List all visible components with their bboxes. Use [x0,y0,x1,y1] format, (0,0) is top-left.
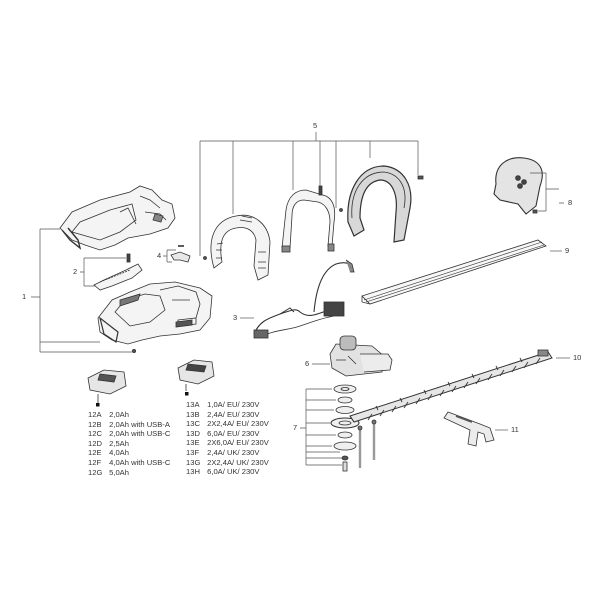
gear-motor-part [329,335,393,377]
callout-5: 5 [313,121,318,130]
blade-cover-part [361,239,547,305]
callout-1: 1 [22,292,27,301]
callout-10: 10 [573,353,582,362]
battery-variant-12b: 12B 2,0Ah with USB-A [88,419,170,429]
callout-7: 7 [293,423,298,432]
callout-4: 4 [157,251,162,260]
battery-variant-12d: 12D 2,5Ah [88,438,129,448]
callout-3: 3 [233,313,238,322]
callout-6: 6 [305,359,310,368]
battery-variant-12g: 12G 5,0Ah [88,467,129,477]
charger-variant-list: 13A 1,0A/ EU/ 230V 13B 2,4A/ EU/ 230V 13… [186,400,269,477]
hand-guard-part [493,157,543,215]
charger-variant-13e: 13E 2X6,0A/ EU/ 230V [186,438,269,448]
battery-variant-12e: 12E 4,0Ah [88,448,129,458]
charger-variant-13a: 13A 1,0A/ EU/ 230V [186,400,260,409]
charger-variant-13h: 13H 6,0A/ UK/ 230V [186,467,260,477]
charger-variant-13b: 13B 2,4A/ EU/ 230V [186,409,260,419]
charger-variant-13g: 13G 2X2,4A/ UK/ 230V [186,457,269,467]
wiring-harness-part [253,259,355,339]
charger-variant-13c: 13C 2X2,4A/ EU/ 230V [186,419,269,429]
charger-variant-13f: 13F 2,4A/ UK/ 230V [186,447,260,457]
blade-part [349,349,553,423]
callout-11: 11 [511,425,519,434]
rear-handle-frame [347,165,412,243]
housing-upper-part [59,185,176,251]
tip-guard-part [443,411,495,447]
battery-variant-12c: 12C 2,0Ah with USB-C [88,429,171,439]
charger-variant-13d: 13D 6,0A/ EU/ 230V [186,428,260,438]
battery-variant-list: 12A 2,0Ah 12B 2,0Ah with USB-A 12C 2,0Ah… [88,410,170,477]
battery-part [87,369,127,407]
battery-variant-12a: 12A 2,0Ah [88,410,129,419]
housing-lower-part [97,281,213,345]
battery-variant-12f: 12F 4,0Ah with USB-C [88,457,171,467]
callout-8: 8 [568,198,573,207]
leader-lines [31,132,570,466]
front-handle-soft-grip [210,214,271,281]
callout-9: 9 [565,246,570,255]
front-handle-frame [281,189,336,253]
callout-2: 2 [73,267,78,276]
charger-part [177,359,215,396]
switch-lever-part [93,253,143,291]
washer-set-part [330,384,377,472]
lock-button-part [170,245,191,263]
